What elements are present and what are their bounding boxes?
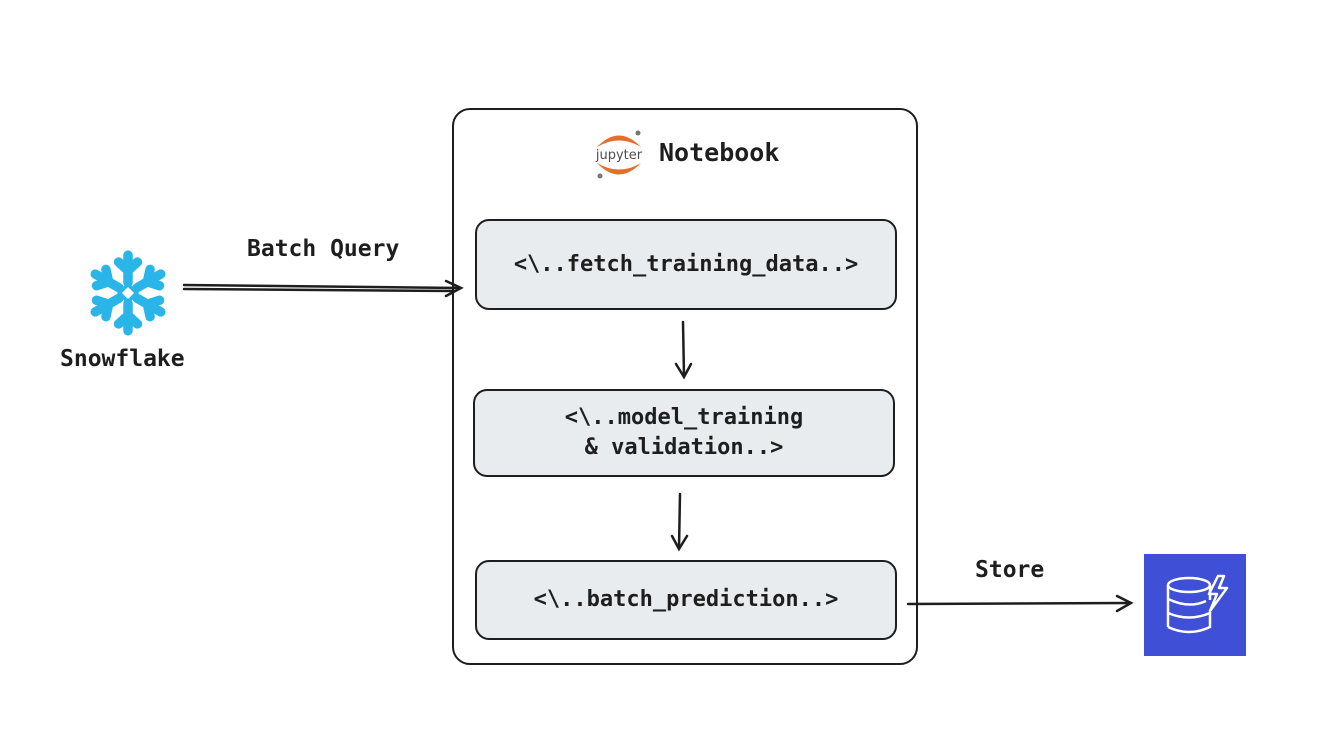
notebook-title: Notebook: [659, 138, 780, 167]
jupyter-logo-text: jupyter: [595, 148, 643, 163]
dynamodb-icon: [1144, 554, 1246, 656]
store-arrow: [906, 601, 1132, 606]
batch-prediction-cell[interactable]: <\..batch_prediction..>: [475, 560, 897, 640]
batch-query-arrow: [182, 283, 462, 290]
fetch-training-data-cell[interactable]: <\..fetch_training_data..>: [475, 219, 897, 310]
store-label: Store: [975, 557, 1045, 583]
snowflake-label: Snowflake: [60, 346, 185, 372]
notebook-container: [452, 108, 918, 665]
batch-query-label: Batch Query: [247, 236, 400, 262]
database-icon: [1166, 574, 1229, 634]
snowflake-icon: [90, 250, 166, 336]
model-training-cell[interactable]: <\..model_training & validation..>: [473, 389, 895, 477]
jupyter-logo-icon: jupyter: [595, 130, 643, 179]
